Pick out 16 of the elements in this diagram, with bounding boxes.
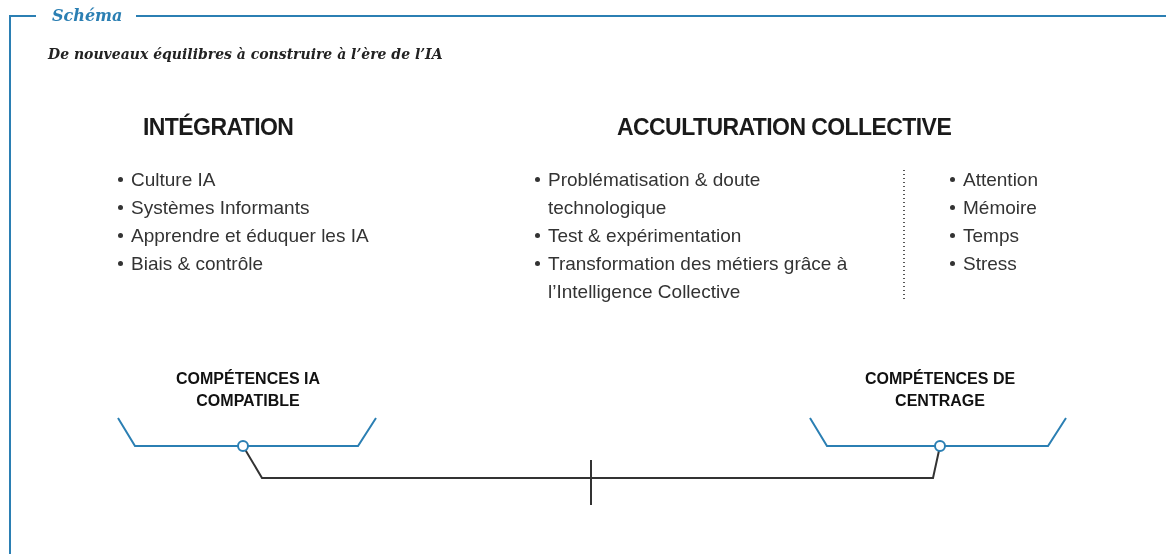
list-item: Test & expérimentation: [548, 224, 742, 248]
list-item: Biais & contrôle: [131, 252, 263, 276]
column-heading: ACCULTURATION COLLECTIVE: [617, 113, 953, 142]
list-item: Mémoire: [963, 196, 1037, 220]
list-item: Culture IA: [131, 168, 216, 192]
list-item: Transformation des métiers grâce à l’Intelligence Collective: [548, 252, 849, 304]
list-item: Systèmes Informants: [131, 196, 310, 220]
subtitle: De nouveaux équilibres à construire à l’ère de l’IA: [48, 45, 444, 64]
list-item: Stress: [963, 252, 1017, 276]
pan-label: COMPÉTENCES DE CENTRAGE: [863, 368, 1017, 411]
list-item: Apprendre et éduquer les IA: [131, 224, 369, 248]
list-item: Problématisation & doute technologique: [548, 168, 762, 220]
list-item: Temps: [963, 224, 1019, 248]
pan-label: COMPÉTENCES IA COMPATIBLE: [175, 368, 321, 411]
list-item: Attention: [963, 168, 1038, 192]
column-heading: INTÉGRATION: [143, 112, 295, 142]
